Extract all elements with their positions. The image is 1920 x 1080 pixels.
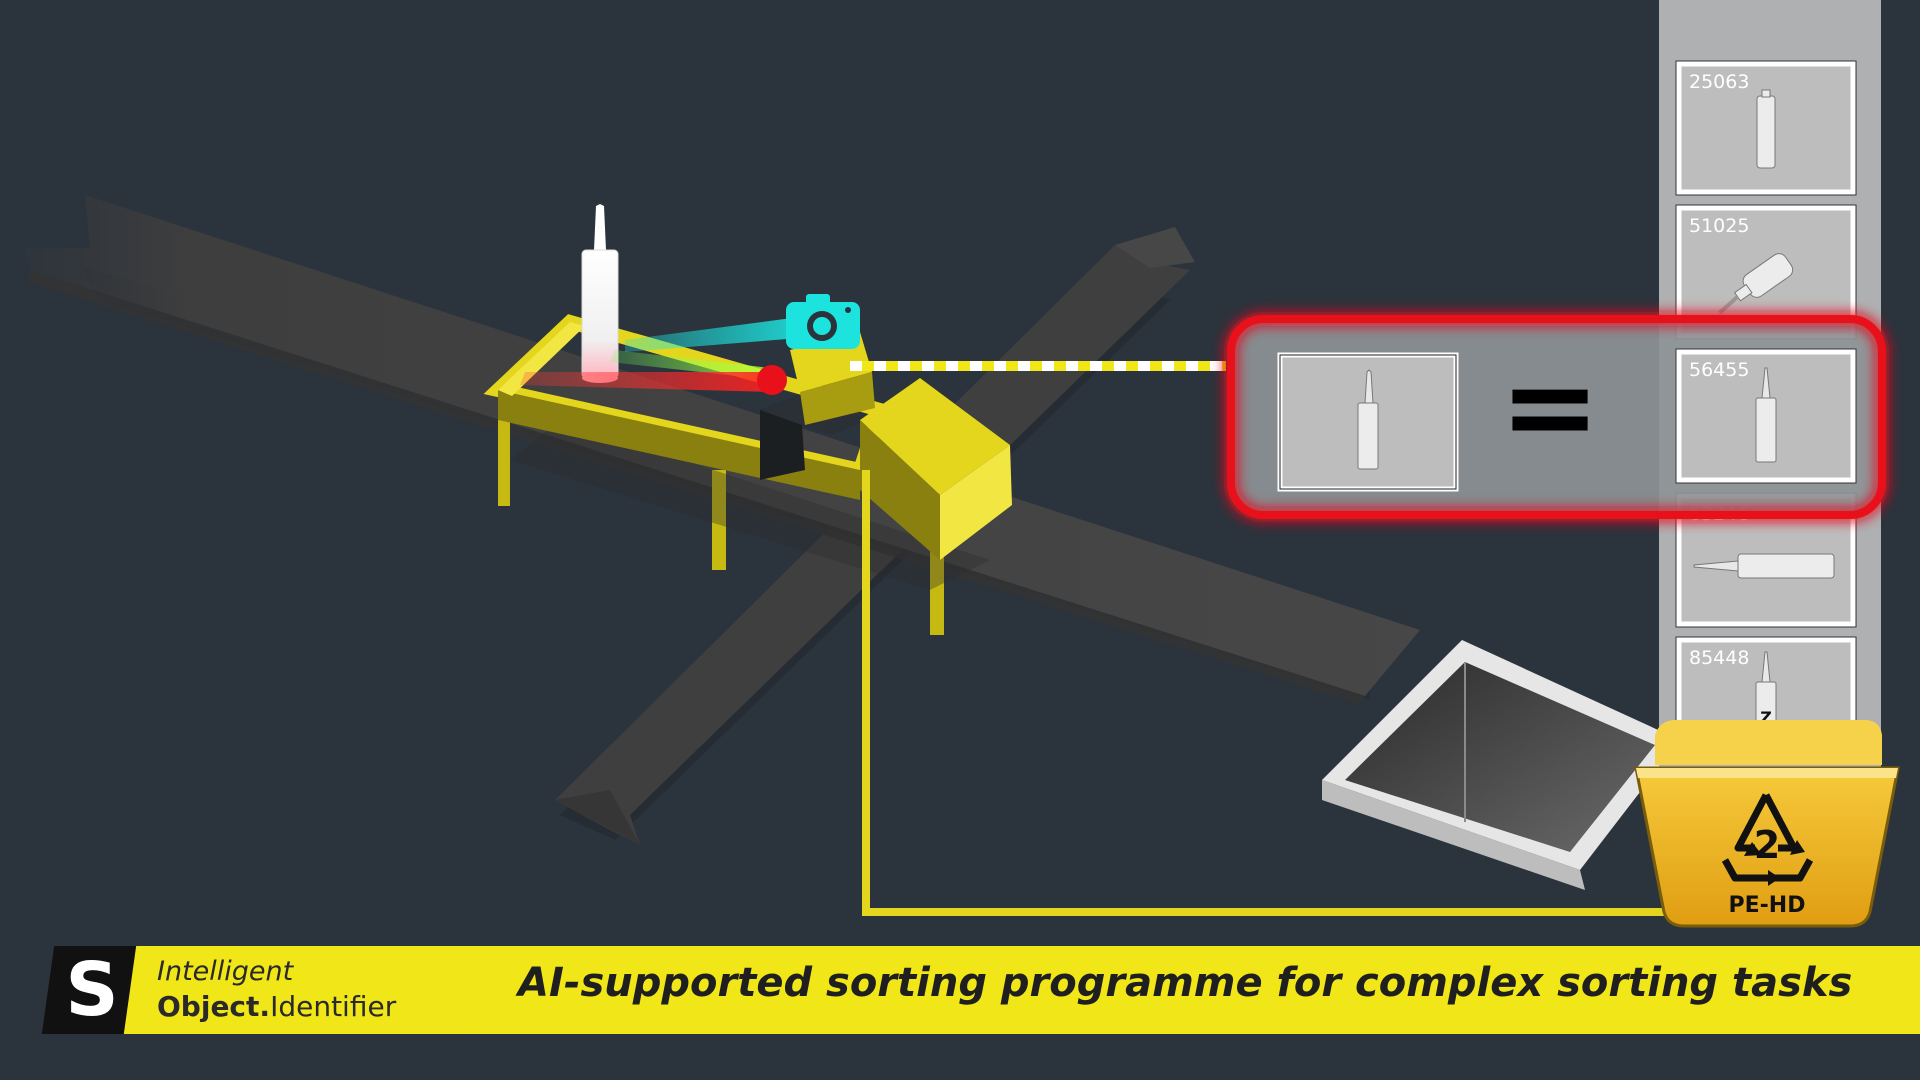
brand-line2-bold: Object. xyxy=(157,990,271,1023)
item-mark-z: Z xyxy=(1760,708,1772,727)
catalog-item-id: 56455 xyxy=(1689,359,1749,381)
caption-title: AI-supported sorting programme for compl… xyxy=(518,960,1853,1006)
output-chute xyxy=(1322,640,1680,890)
catalog-item: 56455 xyxy=(1675,348,1857,484)
detected-object-thumbnail xyxy=(1277,352,1459,492)
recycle-icon xyxy=(1721,793,1814,886)
logo-letter: S xyxy=(65,947,119,1033)
camera-icon xyxy=(786,294,860,349)
brand-line2-regular: Identifier xyxy=(270,990,397,1023)
control-cable xyxy=(862,470,1668,916)
brand-line2: Object.Identifier xyxy=(157,990,396,1023)
catalog-item-id: 51025 xyxy=(1689,215,1749,237)
equals-sign: = xyxy=(1500,338,1601,477)
brand-line1: Intelligent xyxy=(157,956,294,987)
catalog-item: 25063 xyxy=(1675,60,1857,196)
recycling-code: 2 xyxy=(1754,823,1780,867)
catalog-item-id: 25063 xyxy=(1689,71,1749,93)
catalog-item-id: 85448 xyxy=(1689,647,1749,669)
matched-catalog-item: 56455 xyxy=(1675,348,1857,484)
material-label: PE-HD xyxy=(1729,893,1806,918)
scanner-beams xyxy=(520,318,800,395)
recycling-bin: 2 PE-HD xyxy=(1634,720,1900,928)
